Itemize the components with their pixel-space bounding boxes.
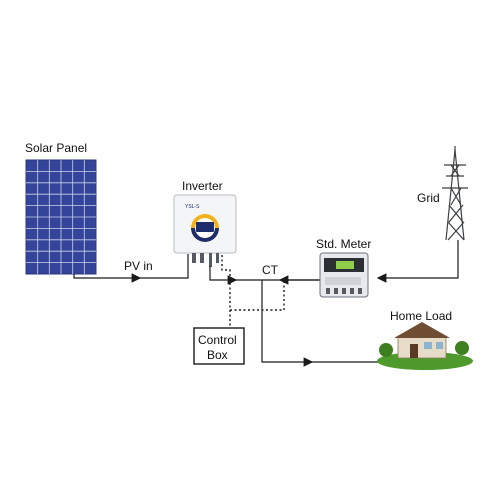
pv-in-label: PV in (124, 259, 153, 273)
std-meter-label: Std. Meter (316, 237, 371, 251)
solar-panel-icon (25, 159, 97, 275)
ct-node-lines (236, 275, 378, 367)
pv-in-connection (73, 254, 189, 283)
ct-label: CT (262, 263, 279, 277)
control-box-label-line2: Box (207, 348, 228, 362)
control-box: Control Box (193, 327, 245, 365)
inverter-label: Inverter (182, 179, 223, 193)
control-box-label-line1: Control (198, 333, 237, 347)
house-icon (377, 322, 473, 370)
grid-connection (376, 240, 459, 283)
grid-label: Grid (417, 191, 440, 205)
inverter-icon: YSL-S (173, 194, 237, 267)
transmission-tower-icon (442, 146, 468, 241)
home-load-label: Home Load (390, 309, 452, 323)
solar-panel-label: Solar Panel (25, 141, 87, 155)
meter-icon (319, 252, 369, 298)
inverter-logo-text: YSL-S (185, 204, 200, 210)
inverter-output-line (209, 266, 238, 285)
communication-lines (221, 255, 285, 328)
